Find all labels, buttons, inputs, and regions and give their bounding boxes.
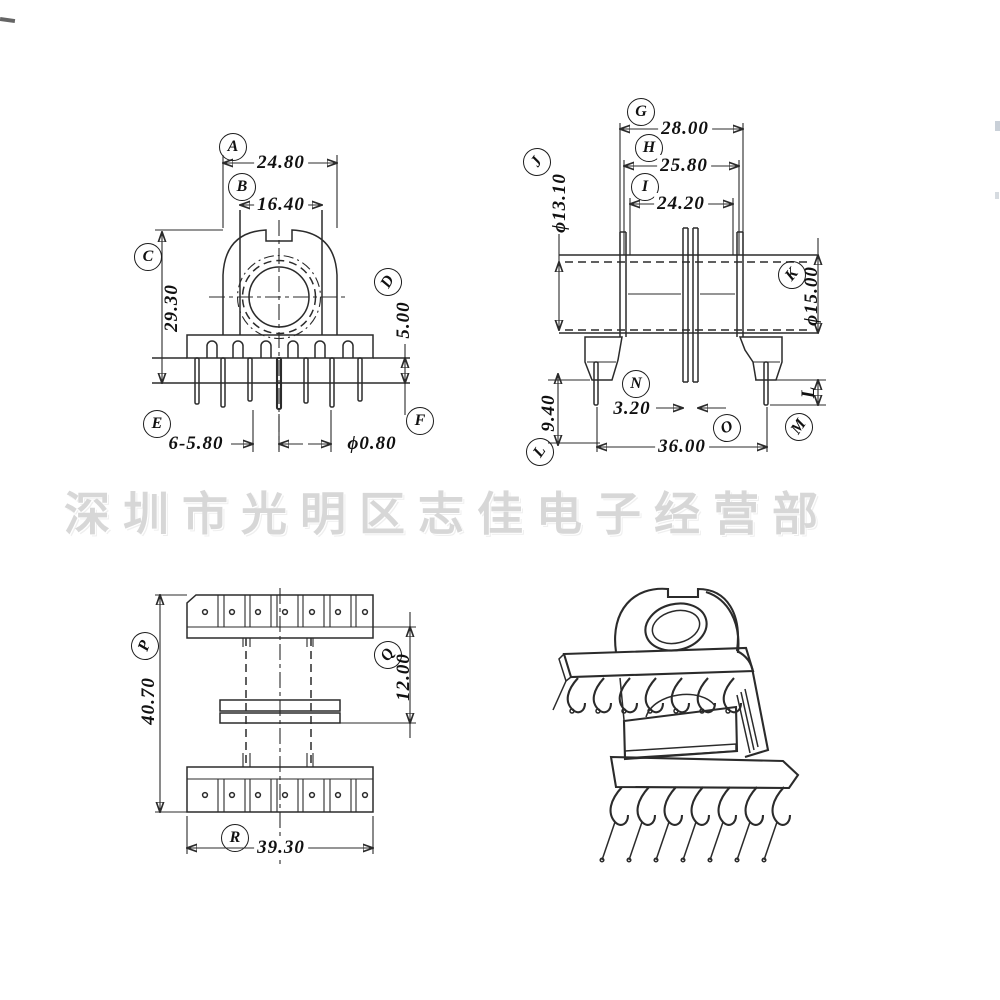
front-view-drawing — [152, 155, 410, 452]
dim-letter-n: N — [622, 370, 650, 398]
dim-value-p: 40.70 — [138, 677, 159, 725]
dim-value-o: 36.00 — [655, 436, 709, 458]
scan-artifact-right-2 — [995, 192, 999, 199]
top-view-drawing — [155, 588, 416, 868]
dim-value-a: 24.80 — [254, 152, 308, 174]
dim-value-j: ϕ13.10 — [549, 173, 570, 233]
dim-value-g: 28.00 — [658, 118, 712, 140]
watermark-text: 深圳市光明区志佳电子经营部 — [64, 487, 831, 541]
dim-value-h: 25.80 — [657, 155, 711, 177]
dim-value-c: 29.30 — [161, 284, 182, 332]
dim-value-n: 3.20 — [613, 398, 651, 419]
dim-value-e: 6-5.80 — [168, 433, 224, 454]
dim-letter-i: I — [631, 173, 659, 201]
dim-value-f: ϕ0.80 — [347, 433, 397, 454]
dim-letter-g: G — [627, 98, 655, 126]
dim-letter-b: B — [228, 173, 256, 201]
scan-artifact-right-1 — [995, 121, 1000, 131]
dim-value-m: L — [798, 385, 819, 399]
dim-value-l: 9.40 — [538, 394, 559, 432]
perspective-view-drawing — [553, 589, 798, 862]
dim-value-b: 16.40 — [254, 194, 308, 216]
dim-letter-a: A — [219, 133, 247, 161]
dim-value-i: 24.20 — [654, 193, 708, 215]
dim-letter-c: C — [134, 243, 162, 271]
dim-value-r: 39.30 — [254, 837, 308, 859]
dim-value-q: 12.00 — [393, 653, 414, 701]
dim-letter-r: R — [221, 824, 249, 852]
dim-letter-h: H — [635, 134, 663, 162]
dim-letter-e: E — [143, 410, 171, 438]
dim-value-k: ϕ15.00 — [801, 266, 822, 326]
dim-letter-f: F — [406, 407, 434, 435]
side-view-drawing — [548, 123, 826, 452]
dim-value-d: 5.00 — [393, 301, 414, 339]
